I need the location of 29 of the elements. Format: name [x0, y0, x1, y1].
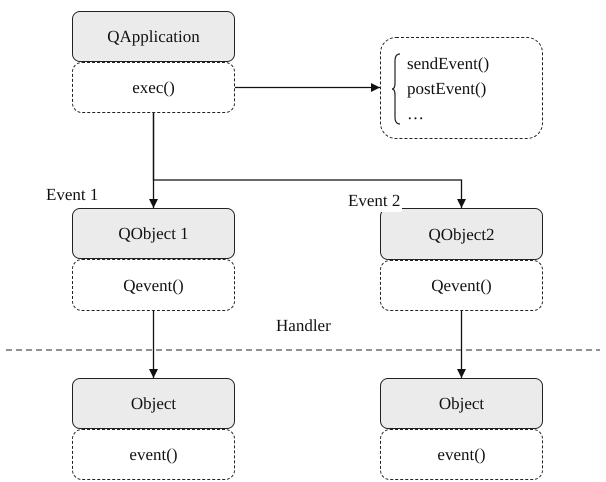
method-box	[380, 429, 543, 480]
class-name: Object	[130, 393, 176, 415]
class-box	[72, 208, 235, 259]
arrow	[457, 311, 466, 378]
method-name: sendEvent()	[407, 52, 490, 74]
class-name: QObject 1	[118, 223, 189, 245]
class-box	[380, 378, 543, 429]
class-box	[72, 378, 235, 429]
class-name: Object	[438, 393, 484, 415]
method-name: Qevent()	[123, 274, 184, 296]
method-box	[72, 62, 235, 113]
method-name: Qevent()	[431, 275, 492, 297]
class-box	[380, 208, 543, 260]
method-list-box	[380, 37, 543, 139]
class-box	[72, 11, 235, 62]
method-box	[380, 260, 543, 311]
arrow	[149, 311, 158, 378]
arrow	[152, 113, 466, 208]
method-name: postEvent()	[407, 78, 488, 100]
method-box	[72, 429, 235, 480]
class-name: QObject2	[428, 224, 495, 246]
layer-label: Handler	[276, 315, 331, 337]
arrow	[235, 83, 380, 92]
method-name: exec()	[132, 77, 175, 99]
class-name: QApplication	[107, 26, 200, 48]
method-name: event()	[129, 444, 178, 466]
method-name: …	[407, 102, 425, 124]
method-name: event()	[437, 444, 486, 466]
method-box	[72, 259, 235, 311]
